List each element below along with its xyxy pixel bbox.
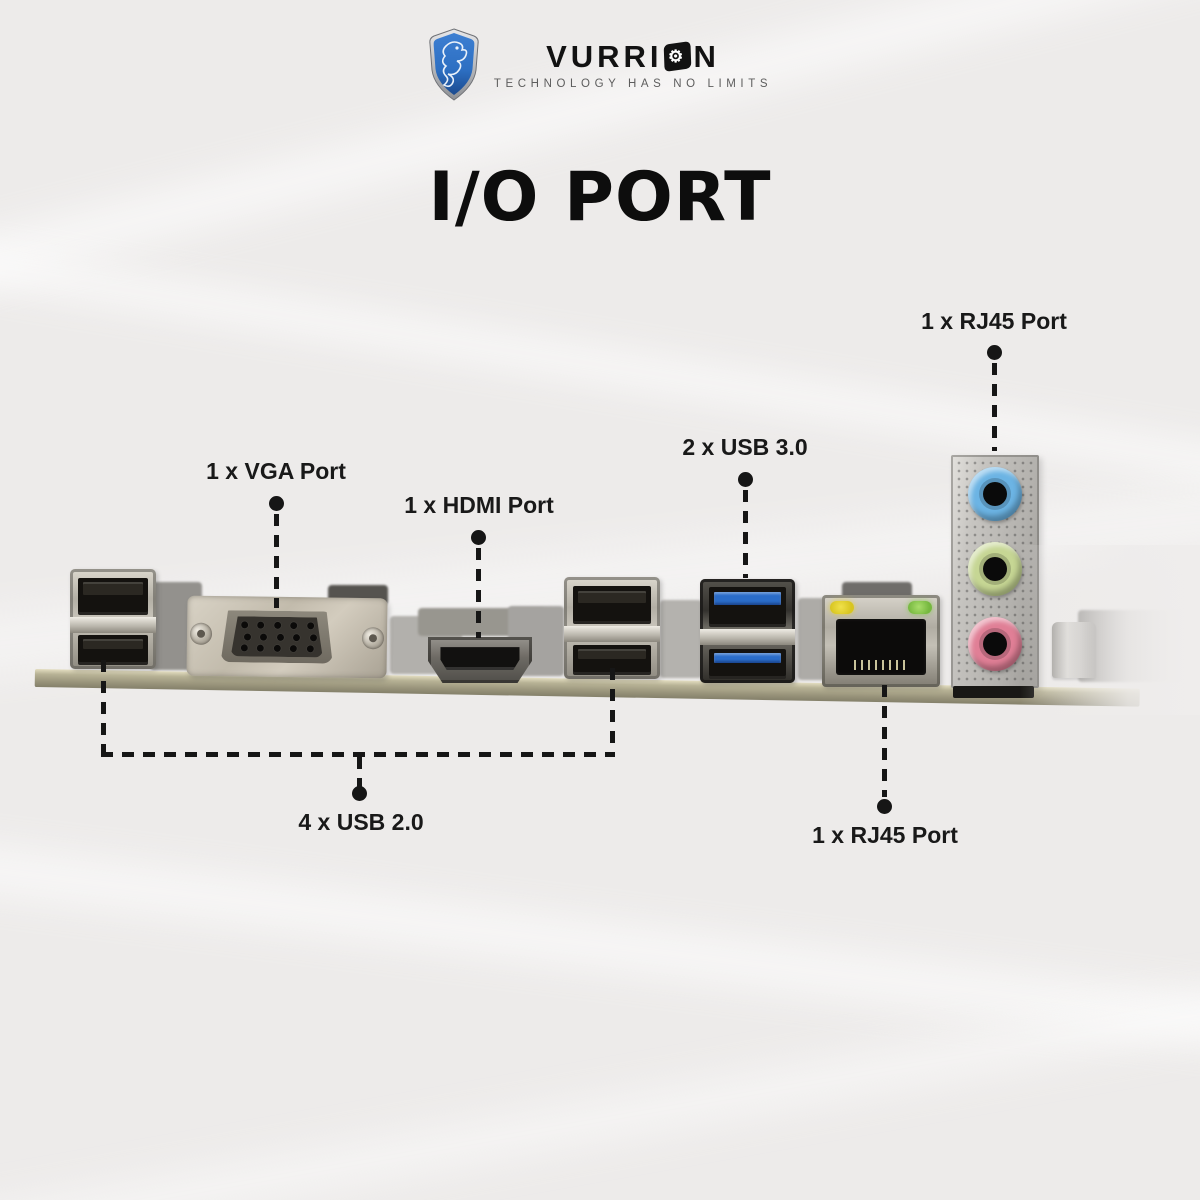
brand-name-end: N bbox=[693, 38, 720, 74]
usb-tongue bbox=[82, 638, 144, 649]
callout-line-vga bbox=[274, 514, 279, 608]
rj45-opening bbox=[836, 619, 926, 675]
usb-divider bbox=[700, 629, 795, 645]
usb-tongue bbox=[82, 582, 144, 596]
callout-dot-usb2 bbox=[352, 786, 367, 801]
usb-divider bbox=[564, 626, 660, 642]
vga-recess bbox=[221, 610, 334, 664]
usb2-port bbox=[572, 586, 652, 624]
callout-dot-rj45-bottom bbox=[877, 799, 892, 814]
usb2-bracket-stub-line bbox=[357, 757, 362, 787]
brand-name-start: VURRI bbox=[546, 38, 663, 74]
usb3-port bbox=[708, 649, 787, 679]
usb3-port-stack bbox=[700, 579, 795, 683]
usb2-bracket-left-line bbox=[101, 660, 106, 754]
usb-tongue-blue bbox=[713, 591, 781, 606]
usb-divider bbox=[70, 617, 156, 633]
callout-label-usb2: 4 x USB 2.0 bbox=[298, 809, 424, 835]
usb2-bracket-right-line bbox=[610, 668, 615, 754]
rj45-pins bbox=[854, 660, 908, 670]
brand-name: VURRI⚙N bbox=[546, 41, 720, 72]
callout-label-hdmi: 1 x HDMI Port bbox=[404, 492, 554, 518]
component-part bbox=[660, 600, 702, 678]
audio-jack-line-out bbox=[968, 542, 1022, 596]
jack-hole bbox=[983, 482, 1007, 506]
usb-tongue bbox=[578, 648, 646, 659]
usb3-port bbox=[708, 587, 787, 627]
audio-jack-mic bbox=[968, 617, 1022, 671]
callout-dot-usb3 bbox=[738, 472, 753, 487]
callout-dot-rj45-top bbox=[987, 345, 1002, 360]
usb-tongue-blue bbox=[713, 652, 781, 663]
rj45-port bbox=[822, 595, 940, 687]
jack-hole bbox=[983, 557, 1007, 581]
callout-line-usb3 bbox=[743, 490, 748, 578]
page-title: I/O PORT bbox=[428, 158, 772, 237]
callout-line-hdmi bbox=[476, 548, 481, 638]
callout-dot-vga bbox=[269, 496, 284, 511]
brand-shield-icon bbox=[429, 28, 479, 101]
lan-led-yellow bbox=[830, 601, 854, 614]
hdmi-slot bbox=[440, 647, 520, 671]
vga-pinfield bbox=[231, 616, 324, 657]
brand-logo: VURRI⚙N TECHNOLOGY HAS NO LIMITS bbox=[0, 28, 1200, 102]
callout-label-usb3: 2 x USB 3.0 bbox=[682, 434, 808, 460]
usb2-port bbox=[77, 635, 149, 665]
brand-tagline: TECHNOLOGY HAS NO LIMITS bbox=[493, 77, 773, 90]
vga-screw bbox=[189, 622, 213, 645]
right-fade bbox=[1020, 545, 1200, 715]
usb2-port-stack-right bbox=[564, 577, 660, 679]
callout-label-rj45-bottom: 1 x RJ45 Port bbox=[812, 822, 958, 848]
hdmi-port bbox=[428, 637, 532, 683]
callout-label-rj45-top: 1 x RJ45 Port bbox=[921, 308, 1067, 334]
vga-port bbox=[186, 595, 388, 679]
callout-line-rj45-bottom bbox=[882, 685, 887, 797]
usb-tongue bbox=[578, 590, 646, 604]
usb2-port-stack-left bbox=[70, 569, 156, 669]
callout-line-rj45-top bbox=[992, 363, 997, 451]
lan-led-green bbox=[908, 601, 932, 614]
audio-stack-base bbox=[953, 686, 1034, 698]
usb2-bracket-bottom-line bbox=[101, 752, 615, 757]
jack-hole bbox=[983, 632, 1007, 656]
audio-jack-line-in bbox=[968, 467, 1022, 521]
callout-dot-hdmi bbox=[471, 530, 486, 545]
callout-label-vga: 1 x VGA Port bbox=[206, 458, 346, 484]
vga-screw bbox=[361, 627, 385, 650]
usb2-port bbox=[77, 578, 149, 615]
